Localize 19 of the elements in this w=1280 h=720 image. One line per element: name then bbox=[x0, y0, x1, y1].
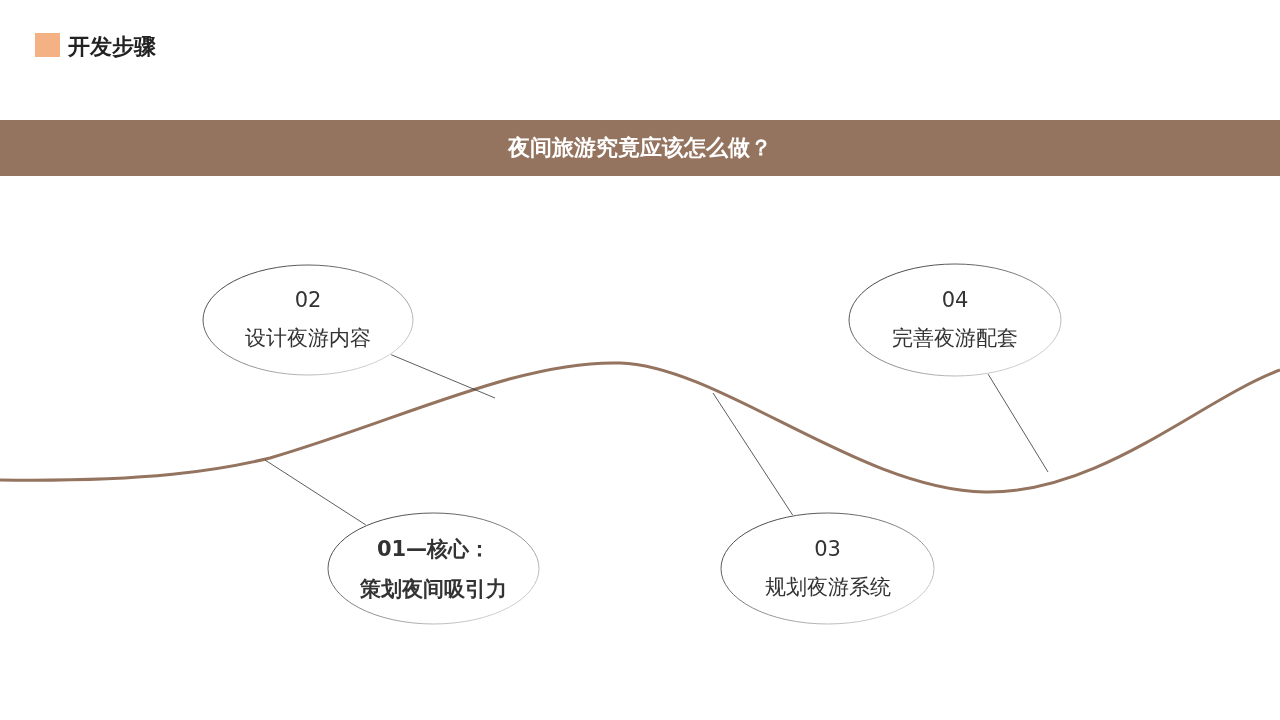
step-number: 04 bbox=[941, 288, 969, 312]
leader-line bbox=[987, 373, 1049, 473]
step-label: 设计夜游内容 bbox=[245, 325, 371, 352]
step-ellipse bbox=[720, 512, 935, 625]
step-label: 策划夜间吸引力 bbox=[360, 575, 507, 603]
step-number: 02 bbox=[294, 288, 322, 312]
step-label: 01—核心： bbox=[376, 535, 491, 563]
step-ellipse bbox=[327, 512, 540, 625]
leader-line bbox=[390, 354, 496, 399]
step-number: 03 bbox=[814, 536, 841, 561]
step-ellipse bbox=[202, 264, 414, 376]
leader-line bbox=[712, 392, 794, 516]
page-title: 开发步骤 bbox=[68, 33, 156, 61]
leader-line bbox=[264, 459, 367, 526]
step-ellipse bbox=[848, 263, 1062, 377]
heading-text: 夜间旅游究竟应该怎么做？ bbox=[508, 134, 772, 162]
step-label: 规划夜游系统 bbox=[764, 573, 891, 601]
step-label: 完善夜游配套 bbox=[892, 325, 1018, 352]
heading-band bbox=[0, 120, 1280, 176]
